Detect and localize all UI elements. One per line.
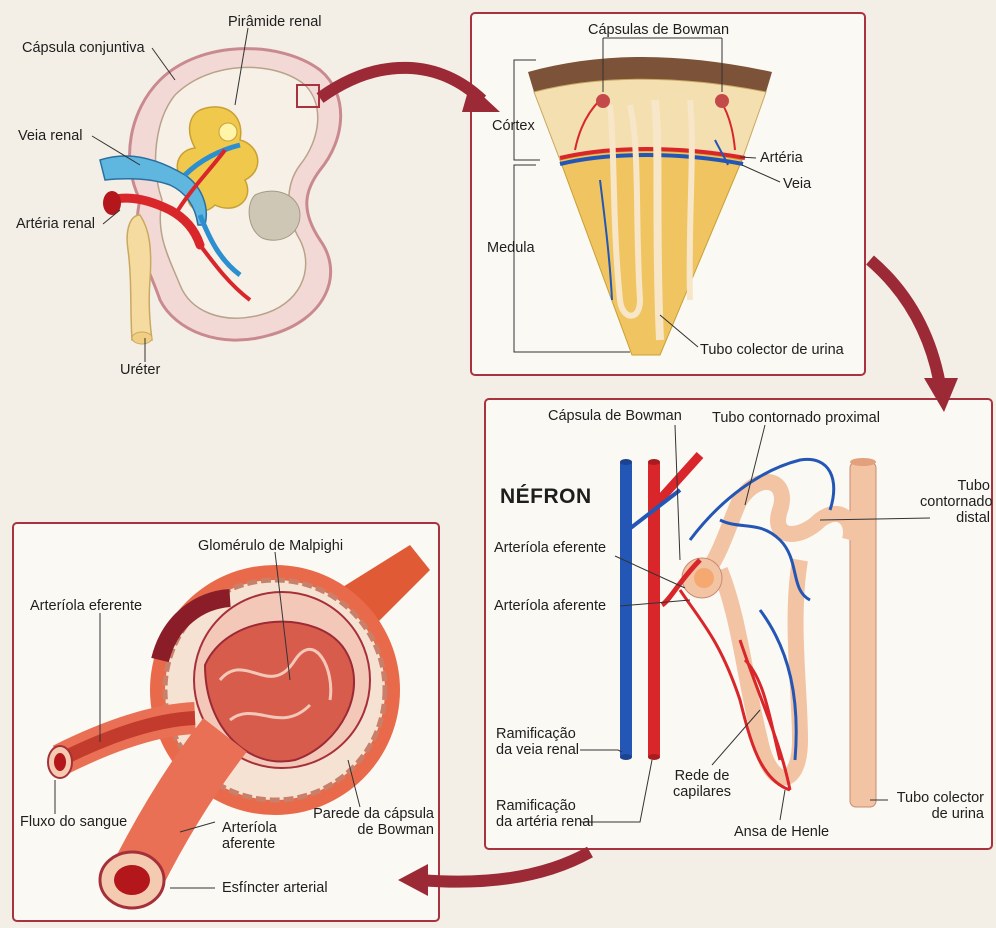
label-arteriola-aferente-nephron: Arteríola aferente <box>494 598 606 614</box>
label-capsula-bowman: Cápsula de Bowman <box>548 408 682 424</box>
label-arteria: Artéria <box>760 150 803 166</box>
label-capsulas-bowman: Cápsulas de Bowman <box>588 22 729 38</box>
label-tubo-colector: Tubo colector de urina <box>700 342 844 358</box>
label-veia-renal: Veia renal <box>18 128 83 144</box>
label-arteriola-eferente-glom: Arteríola eferente <box>30 598 142 614</box>
label-tubo-colector-line2: de urina <box>884 806 984 822</box>
label-veia: Veia <box>783 176 811 192</box>
label-piramide-renal: Pirâmide renal <box>228 14 322 30</box>
label-arteriola-aferente-line2: aferente <box>222 836 277 852</box>
label-ramificacao-veia: Ramificação da veia renal <box>496 726 579 758</box>
label-tubo-colector-nephron: Tubo colector de urina <box>884 790 984 822</box>
nephron-illustration <box>620 455 876 807</box>
kidney-illustration <box>100 49 341 344</box>
label-arteriola-eferente-nephron: Arteríola eferente <box>494 540 606 556</box>
label-ramificacao-veia-line2: da veia renal <box>496 742 579 758</box>
label-rede-capilares-line1: Rede de <box>666 768 738 784</box>
label-glomerulo: Glomérulo de Malpighi <box>198 538 343 554</box>
label-parede-capsula: Parede da cápsula de Bowman <box>300 806 434 838</box>
label-medula: Medula <box>487 240 535 256</box>
label-tubo-proximal: Tubo contornado proximal <box>712 410 880 426</box>
label-ramificacao-arteria: Ramificação da artéria renal <box>496 798 594 830</box>
label-parede-capsula-line2: de Bowman <box>300 822 434 838</box>
label-ureter: Uréter <box>120 362 160 378</box>
nephron-title: NÉFRON <box>500 485 592 509</box>
label-ramificacao-arteria-line2: da artéria renal <box>496 814 594 830</box>
label-arteriola-aferente-line1: Arteríola <box>222 820 277 836</box>
label-tubo-distal-line2: contornado <box>920 494 990 510</box>
label-fluxo-sangue: Fluxo do sangue <box>20 814 127 830</box>
label-tubo-distal-line3: distal <box>920 510 990 526</box>
label-tubo-distal-line1: Tubo <box>920 478 990 494</box>
label-rede-capilares: Rede de capilares <box>666 768 738 800</box>
cortex-wedge-illustration <box>528 57 772 355</box>
label-ramificacao-veia-line1: Ramificação <box>496 726 579 742</box>
label-rede-capilares-line2: capilares <box>666 784 738 800</box>
label-tubo-distal: Tubo contornado distal <box>920 478 990 527</box>
label-arteriola-aferente-glom: Arteríola aferente <box>222 820 277 852</box>
label-ansa-henle: Ansa de Henle <box>734 824 829 840</box>
label-capsula-conjuntiva: Cápsula conjuntiva <box>22 40 145 56</box>
label-tubo-colector-line1: Tubo colector <box>884 790 984 806</box>
label-cortex: Córtex <box>492 118 535 134</box>
label-arteria-renal: Artéria renal <box>16 216 95 232</box>
label-ramificacao-arteria-line1: Ramificação <box>496 798 594 814</box>
label-parede-capsula-line1: Parede da cápsula <box>300 806 434 822</box>
label-esfincter: Esfíncter arterial <box>222 880 328 896</box>
